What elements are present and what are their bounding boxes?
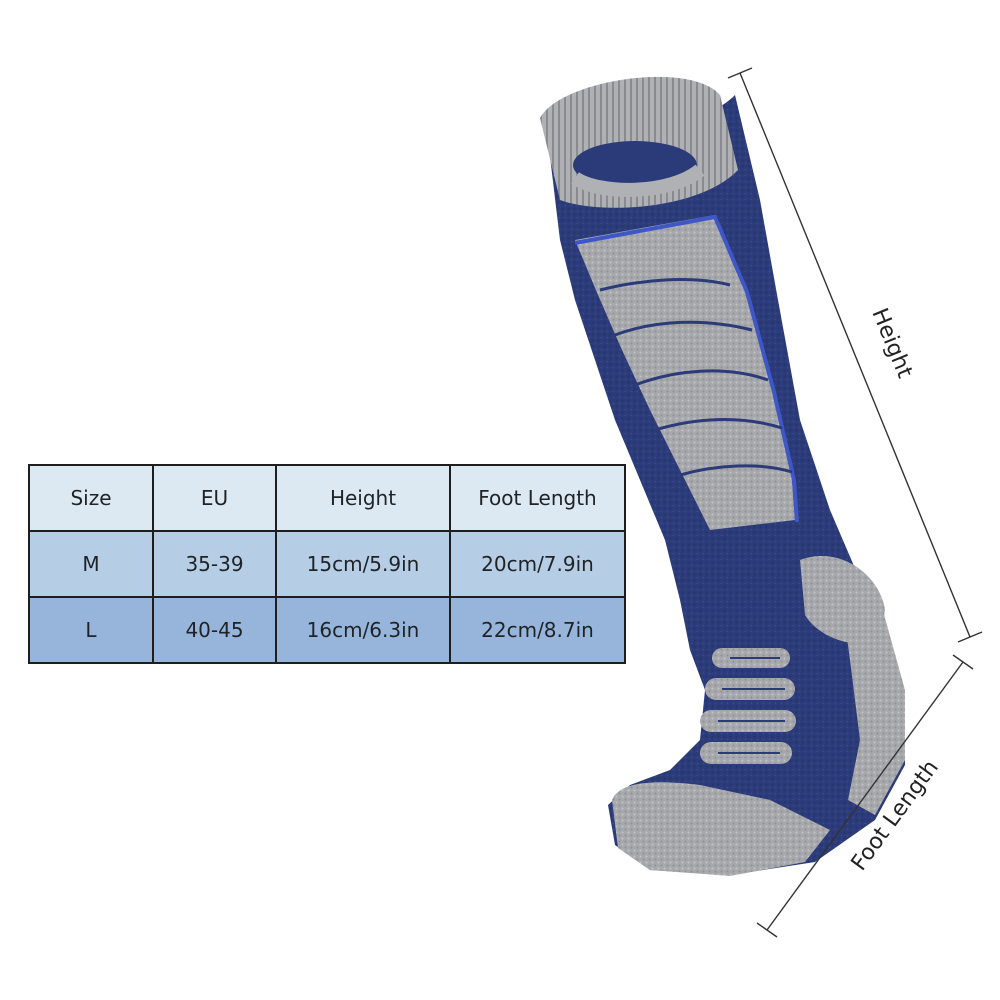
cell-eu: 40-45 xyxy=(152,596,277,664)
column-header-eu: EU xyxy=(152,464,277,532)
table-row: L 40-45 16cm/6.3in 22cm/8.7in xyxy=(28,596,626,664)
cell-height: 16cm/6.3in xyxy=(275,596,451,664)
cell-size: L xyxy=(28,596,154,664)
table-header-row: Size EU Height Foot Length xyxy=(28,464,626,532)
cell-eu: 35-39 xyxy=(152,530,277,598)
column-header-size: Size xyxy=(28,464,154,532)
table-row: M 35-39 15cm/5.9in 20cm/7.9in xyxy=(28,530,626,598)
cell-height: 15cm/5.9in xyxy=(275,530,451,598)
cell-foot-length: 22cm/8.7in xyxy=(449,596,626,664)
height-dimension-line xyxy=(727,67,983,643)
sock-toe xyxy=(612,782,830,876)
sock-accent-line xyxy=(574,214,799,523)
sock-opening xyxy=(573,141,697,189)
size-chart-table: Size EU Height Foot Length M 35-39 15cm/… xyxy=(28,464,626,664)
height-label: Height xyxy=(866,305,917,382)
sock-leg-stripes xyxy=(599,278,793,477)
sock-heel xyxy=(840,585,905,815)
foot-length-dimension-line xyxy=(756,654,974,938)
column-header-height: Height xyxy=(275,464,451,532)
cell-size: M xyxy=(28,530,154,598)
sock-instep-bar-lines xyxy=(718,657,785,754)
column-header-foot-length: Foot Length xyxy=(449,464,626,532)
cell-foot-length: 20cm/7.9in xyxy=(449,530,626,598)
